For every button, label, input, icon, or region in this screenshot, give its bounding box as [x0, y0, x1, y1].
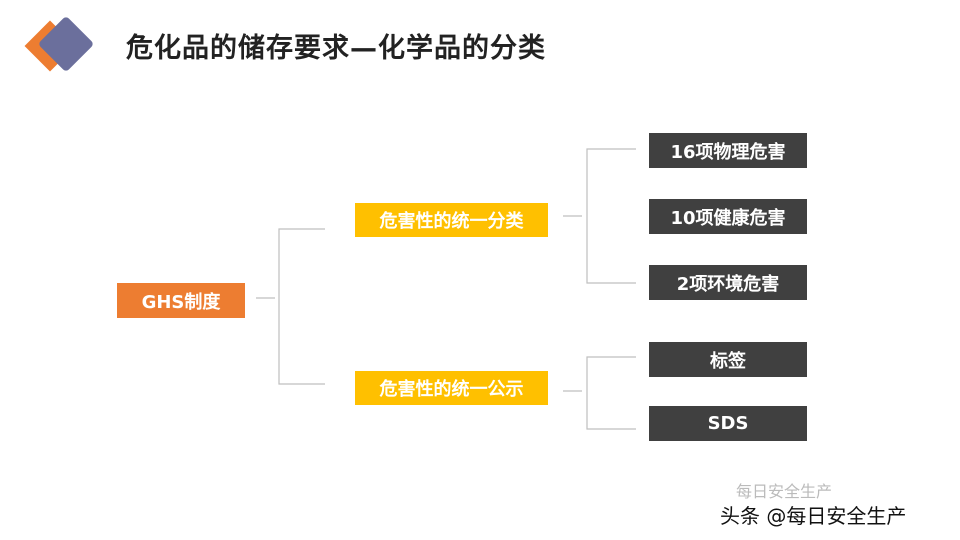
leaf-node-health-hazards: 10项健康危害 [649, 199, 807, 234]
page-title: 危化品的储存要求—化学品的分类 [126, 33, 546, 64]
leaf-node-physical-hazards: 16项物理危害 [649, 133, 807, 168]
logo-diamonds-icon [24, 17, 93, 72]
root-node: GHS制度 [117, 283, 245, 318]
leaf-node-label: 标签 [649, 342, 807, 377]
watermark: 头条 @每日安全生产 [720, 504, 907, 528]
branch-node-classification: 危害性的统一分类 [355, 203, 548, 237]
leaf-node-environmental-hazards: 2项环境危害 [649, 265, 807, 300]
branch-node-communication: 危害性的统一公示 [355, 371, 548, 405]
leaf-node-sds: SDS [649, 406, 807, 441]
watermark-faint: 每日安全生产 [736, 482, 833, 501]
